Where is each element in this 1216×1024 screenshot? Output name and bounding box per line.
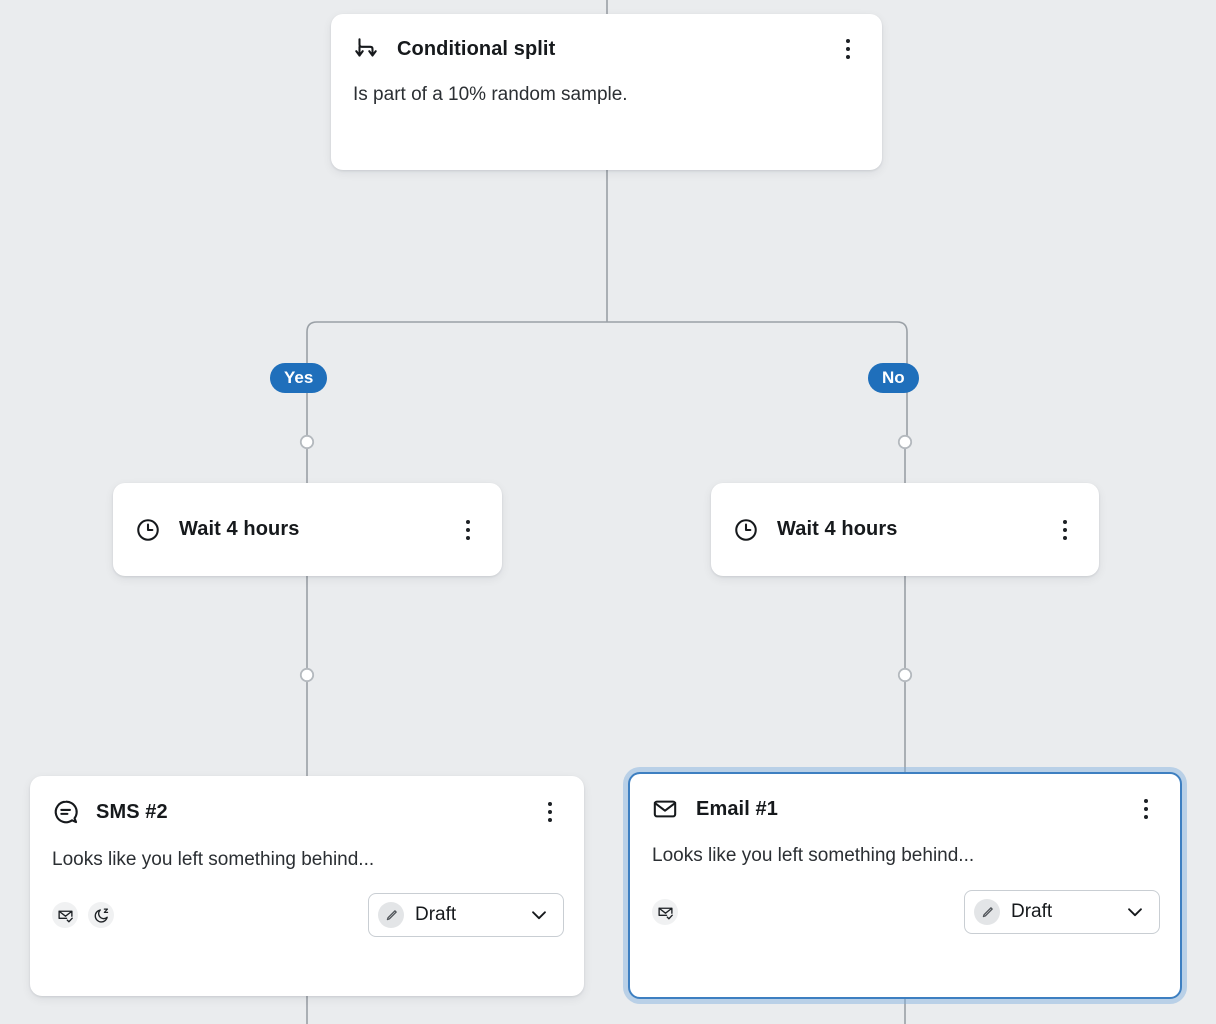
node-menu-button[interactable] bbox=[836, 36, 860, 62]
footer-badge-group bbox=[652, 899, 678, 925]
conditional-condition-text: Is part of a 10% random sample. bbox=[353, 84, 628, 105]
branch-pill-yes[interactable]: Yes bbox=[270, 363, 328, 393]
drop-point-no-lower bbox=[897, 667, 913, 683]
chevron-down-icon bbox=[528, 904, 550, 926]
kebab-dot bbox=[846, 39, 850, 43]
drop-point-yes-lower bbox=[299, 667, 315, 683]
status-dropdown-email-1[interactable]: Draft bbox=[964, 890, 1160, 934]
node-title: Wait 4 hours bbox=[179, 518, 300, 540]
node-menu-button[interactable] bbox=[456, 517, 480, 543]
split-arrows-icon bbox=[353, 36, 379, 62]
node-menu-button[interactable] bbox=[1053, 517, 1077, 543]
node-card-wait-yes[interactable]: Wait 4 hours bbox=[113, 483, 502, 576]
kebab-dot bbox=[1144, 815, 1148, 819]
card-header: Wait 4 hours bbox=[113, 483, 502, 576]
drop-point-no-upper bbox=[897, 434, 913, 450]
kebab-dot bbox=[1063, 519, 1067, 524]
quiet-hours-icon[interactable] bbox=[88, 902, 114, 928]
smart-sending-icon[interactable] bbox=[652, 899, 678, 925]
card-header: Email #1 bbox=[630, 774, 1180, 822]
node-title: Wait 4 hours bbox=[777, 518, 898, 540]
clock-icon bbox=[135, 517, 161, 543]
kebab-dot bbox=[1144, 807, 1148, 811]
kebab-dot bbox=[846, 47, 850, 51]
chevron-down-icon bbox=[1124, 901, 1146, 923]
node-card-wait-no[interactable]: Wait 4 hours bbox=[711, 483, 1099, 576]
branch-pill-label: No bbox=[882, 368, 905, 387]
kebab-dot bbox=[846, 55, 850, 59]
status-label: Draft bbox=[415, 904, 457, 925]
node-menu-button[interactable] bbox=[538, 799, 562, 825]
connector-branch-bar bbox=[306, 321, 908, 442]
pencil-icon bbox=[974, 899, 1000, 925]
node-title: SMS #2 bbox=[96, 800, 168, 823]
node-card-email-1[interactable]: Email #1 Looks like you left something b… bbox=[628, 772, 1182, 999]
smart-sending-icon[interactable] bbox=[52, 902, 78, 928]
card-header: Conditional split bbox=[331, 14, 882, 62]
card-header: SMS #2 bbox=[30, 776, 584, 826]
message-preview-text: Looks like you left something behind... bbox=[652, 845, 975, 866]
drop-point-yes-upper bbox=[299, 434, 315, 450]
card-header: Wait 4 hours bbox=[711, 483, 1099, 576]
status-label: Draft bbox=[1011, 901, 1053, 922]
chat-bubble-icon bbox=[52, 798, 80, 826]
node-title: Email #1 bbox=[696, 797, 778, 820]
branch-pill-no[interactable]: No bbox=[868, 363, 919, 393]
envelope-icon bbox=[652, 796, 678, 822]
message-preview-text: Looks like you left something behind... bbox=[52, 849, 375, 870]
branch-pill-label: Yes bbox=[284, 368, 314, 387]
card-footer: Draft bbox=[30, 871, 584, 937]
kebab-dot bbox=[466, 519, 470, 524]
card-footer: Draft bbox=[630, 867, 1180, 934]
node-card-conditional-split[interactable]: Conditional split Is part of a 10% rando… bbox=[331, 14, 882, 170]
kebab-dot bbox=[548, 818, 552, 822]
kebab-dot bbox=[548, 802, 552, 806]
kebab-dot bbox=[466, 535, 470, 540]
kebab-dot bbox=[466, 527, 470, 532]
status-dropdown-sms-2[interactable]: Draft bbox=[368, 893, 564, 937]
kebab-dot bbox=[1063, 535, 1067, 540]
footer-badge-group bbox=[52, 902, 114, 928]
kebab-dot bbox=[1063, 527, 1067, 532]
clock-icon bbox=[733, 517, 759, 543]
node-card-sms-2[interactable]: SMS #2 Looks like you left something beh… bbox=[30, 776, 584, 996]
node-menu-button[interactable] bbox=[1134, 796, 1158, 822]
kebab-dot bbox=[548, 810, 552, 814]
kebab-dot bbox=[1144, 799, 1148, 803]
pencil-icon bbox=[378, 902, 404, 928]
node-title: Conditional split bbox=[397, 37, 556, 60]
